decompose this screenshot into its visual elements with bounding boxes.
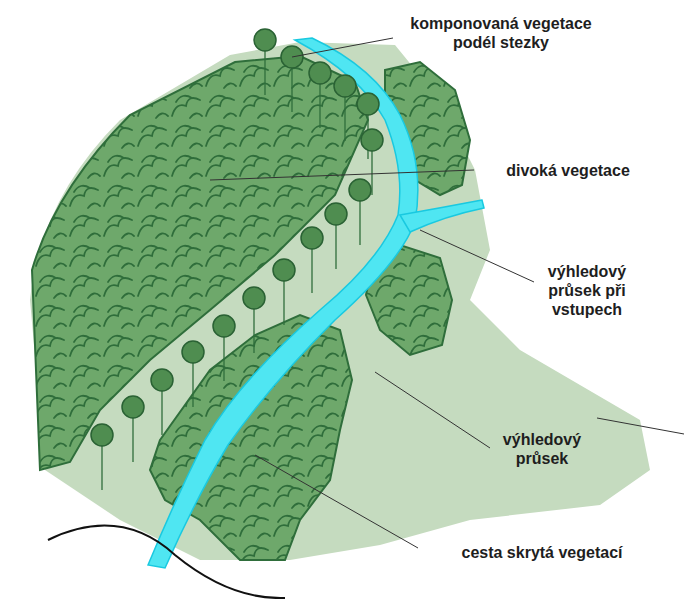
tree-trunk xyxy=(283,280,284,325)
tree-crown xyxy=(273,259,295,281)
tree-trunk xyxy=(319,83,320,128)
tree-crown xyxy=(325,203,347,225)
tree-crown xyxy=(182,341,204,363)
tree-trunk xyxy=(344,96,345,141)
callout-label: výhledový průsek xyxy=(494,430,590,468)
tree-crown xyxy=(254,29,276,51)
callout-label: cesta skrytá vegetací xyxy=(422,543,662,562)
tree-trunk xyxy=(132,417,133,462)
tree-trunk xyxy=(223,336,224,381)
tree-trunk xyxy=(161,390,162,435)
callout-label: komponovaná vegetace podél stezky xyxy=(396,14,606,52)
tree-crown xyxy=(213,315,235,337)
tree-trunk xyxy=(359,200,360,245)
tree-crown xyxy=(361,129,383,151)
tree-crown xyxy=(357,93,379,115)
tree-crown xyxy=(349,179,371,201)
tree-trunk xyxy=(101,445,102,490)
tree-trunk xyxy=(264,50,265,95)
path-stream xyxy=(148,38,418,568)
tree-trunk xyxy=(335,224,336,269)
tree-crown xyxy=(334,75,356,97)
callout-label: divoká vegetace xyxy=(478,161,658,180)
tree-crown xyxy=(301,227,323,249)
leader-line xyxy=(292,38,393,57)
tree-crown xyxy=(309,62,331,84)
leader-line xyxy=(210,170,474,180)
leader-lines xyxy=(210,38,684,548)
path-branch xyxy=(400,200,484,232)
tree-row xyxy=(91,29,383,490)
tree-crown xyxy=(122,396,144,418)
leader-line xyxy=(420,230,534,282)
tree-trunk xyxy=(291,67,292,112)
tree-crown xyxy=(243,287,265,309)
leader-line xyxy=(597,418,684,434)
terrain-edge xyxy=(48,526,285,598)
tree-crown xyxy=(91,424,113,446)
tree-trunk xyxy=(253,308,254,353)
callout-label: výhledový průsek při vstupech xyxy=(537,262,637,319)
tree-trunk xyxy=(311,248,312,293)
leader-line xyxy=(255,455,418,548)
leader-line xyxy=(375,372,490,448)
tree-trunk xyxy=(192,362,193,407)
tree-crown xyxy=(151,369,173,391)
